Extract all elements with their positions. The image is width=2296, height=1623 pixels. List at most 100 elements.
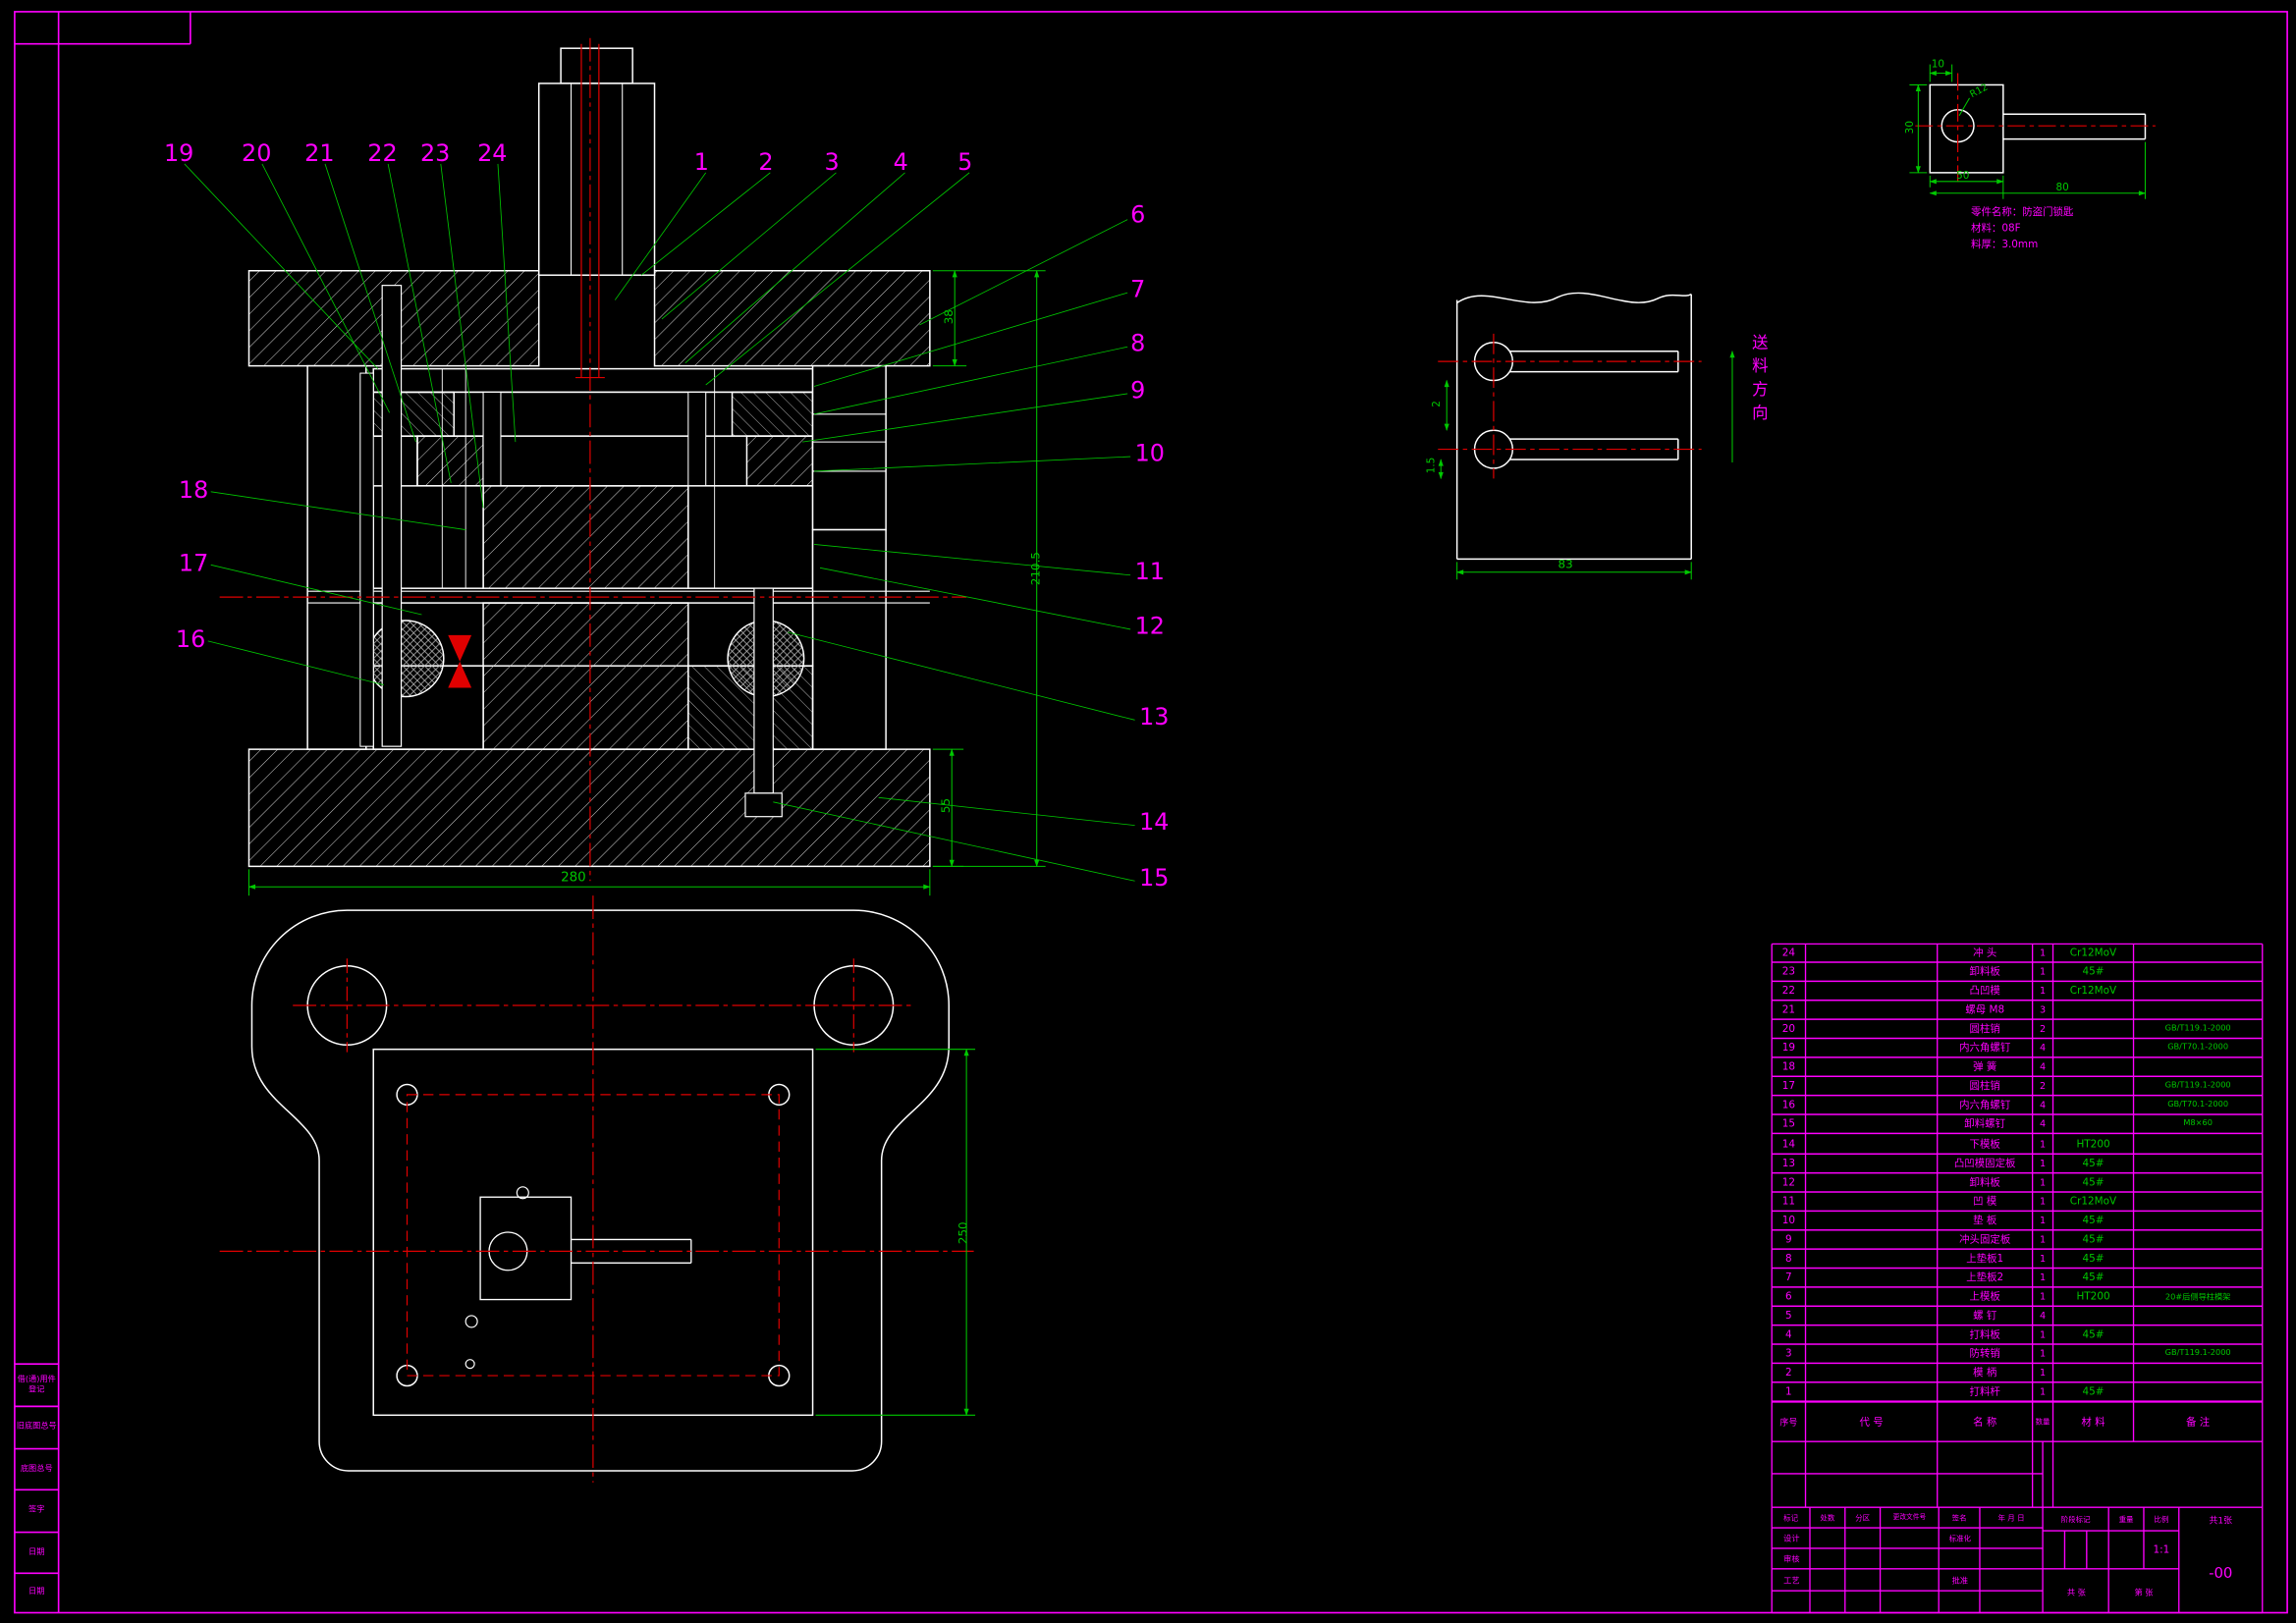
- bom-cell: [1806, 1383, 1938, 1401]
- bom-cell: 1: [2039, 1385, 2047, 1398]
- dim-strip-edge: 1.5: [1425, 457, 1438, 474]
- bom-cell: 1: [2039, 1252, 2047, 1265]
- bom-cell: 20#后侧导柱模架: [2164, 1293, 2231, 1303]
- callout-7: 7: [1130, 275, 1146, 303]
- callout-18: 18: [178, 475, 209, 504]
- bom-cell: 45#: [2082, 1233, 2105, 1246]
- bom-cell: Cr12MoV: [2069, 1195, 2117, 1208]
- bom-cell: Cr12MoV: [2069, 985, 2117, 998]
- rev-header-mark: 标记: [1783, 1513, 1799, 1523]
- bom-cell: 1: [2039, 1290, 2047, 1303]
- rev-header-doc: 更改文件号: [1892, 1514, 1927, 1523]
- bom-cell: 上垫板1: [1966, 1252, 2004, 1265]
- bom-cell: 1: [2039, 1271, 2047, 1283]
- margin-label-borrow: 借(通)用件登记: [17, 1376, 56, 1394]
- detail-part-thickness: 料厚：3.0mm: [1971, 238, 2039, 250]
- bom-cell: 1: [2039, 1195, 2047, 1208]
- bom-cell: 1: [2039, 947, 2047, 959]
- bom-cell: [1806, 1154, 1938, 1171]
- bom-cell: 卸料板: [1969, 1175, 2000, 1188]
- bom-cell: 1: [2039, 1214, 2047, 1226]
- bom-cell: 螺母 M8: [1965, 1003, 2005, 1016]
- margin-label-signature: 签字: [28, 1506, 45, 1516]
- dim-55: 55: [939, 797, 954, 814]
- bom-cell: 圆柱销: [1969, 1080, 2000, 1093]
- bom-cell: 凹 模: [1973, 1195, 1997, 1208]
- bom-cell: [1806, 1135, 1938, 1153]
- dim-detail-10: 10: [1931, 58, 1945, 71]
- weight-label: 重量: [2118, 1516, 2134, 1526]
- bom-cell: [1806, 1001, 1938, 1019]
- bom-cell: [1806, 963, 1938, 981]
- bom-cell: [1806, 1078, 1938, 1096]
- callout-11: 11: [1134, 557, 1165, 586]
- bom-cell: 45#: [2082, 1328, 2105, 1341]
- bom-cell: [2134, 1058, 2263, 1076]
- detail-part-name: 零件名称：防盗门锁匙: [1971, 206, 2074, 219]
- bom-cell: 4: [2039, 1309, 2047, 1322]
- bom-cell: 弹 簧: [1973, 1061, 1997, 1074]
- bom-cell: [1806, 1287, 1938, 1305]
- margin-label-tracing: 底图总号: [20, 1464, 53, 1474]
- callout-14: 14: [1139, 807, 1170, 837]
- drawing-number: -00: [2209, 1565, 2233, 1582]
- callout-21: 21: [304, 138, 335, 167]
- stage-label: 阶段标记: [2060, 1516, 2091, 1526]
- bom-cell: GB/T119.1-2000: [2164, 1024, 2231, 1034]
- bom-cell: 23: [1781, 965, 1796, 978]
- callout-1: 1: [693, 147, 709, 176]
- bom-cell: 17: [1781, 1080, 1796, 1093]
- bom-cell: 22: [1781, 985, 1796, 998]
- bom-cell: 模 柄: [1973, 1367, 1997, 1380]
- callout-6: 6: [1130, 200, 1146, 229]
- bom-cell: [1806, 1058, 1938, 1076]
- bom-cell: 1: [2039, 965, 2047, 978]
- bom-cell: [1806, 1192, 1938, 1210]
- bom-cell: 45#: [2082, 1385, 2105, 1398]
- bom-cell: 5: [1785, 1309, 1792, 1322]
- bom-cell: [2134, 982, 2263, 1000]
- bom-cell: 10: [1781, 1214, 1796, 1226]
- rev-header-zone: 分区: [1855, 1513, 1871, 1523]
- strip-layout-view: [1455, 292, 1692, 561]
- callout-9: 9: [1130, 376, 1146, 405]
- bom-cell: [2053, 1307, 2134, 1325]
- bom-cell: GB/T119.1-2000: [2164, 1082, 2231, 1091]
- bom-cell: 45#: [2082, 1157, 2105, 1169]
- bom-cell: 1: [2039, 1175, 2047, 1188]
- dim-280: 280: [561, 870, 586, 886]
- callout-8: 8: [1130, 329, 1146, 357]
- bom-cell: [2134, 1173, 2263, 1191]
- bom-header-no: 序号: [1779, 1418, 1798, 1429]
- bom-cell: 8: [1785, 1252, 1792, 1265]
- bom-cell: 45#: [2082, 965, 2105, 978]
- dim-detail-80: 80: [2055, 181, 2069, 193]
- bom-cell: [1806, 1250, 1938, 1268]
- bom-cell: 18: [1781, 1061, 1796, 1074]
- bom-cell: [2053, 1078, 2134, 1096]
- bom-header-code: 代 号: [1859, 1416, 1884, 1428]
- margin-label-date-2: 日期: [28, 1588, 45, 1597]
- bom-cell: 1: [2039, 1233, 2047, 1246]
- callout-19: 19: [164, 138, 194, 167]
- bom-cell: 15: [1781, 1118, 1796, 1131]
- bom-cell: [1806, 1230, 1938, 1248]
- sheet-no: 第 张: [2134, 1589, 2154, 1598]
- bom-cell: HT200: [2076, 1290, 2110, 1303]
- dimensions: [247, 64, 2147, 1417]
- bom-cell: 1: [1785, 1385, 1792, 1398]
- bom-cell: 21: [1781, 1003, 1796, 1016]
- bom-cell: 45#: [2082, 1214, 2105, 1226]
- bom-cell: 2: [2039, 1080, 2047, 1093]
- bom-header-material: 材 料: [2081, 1416, 2105, 1428]
- bom-cell: 打料板: [1969, 1328, 2000, 1341]
